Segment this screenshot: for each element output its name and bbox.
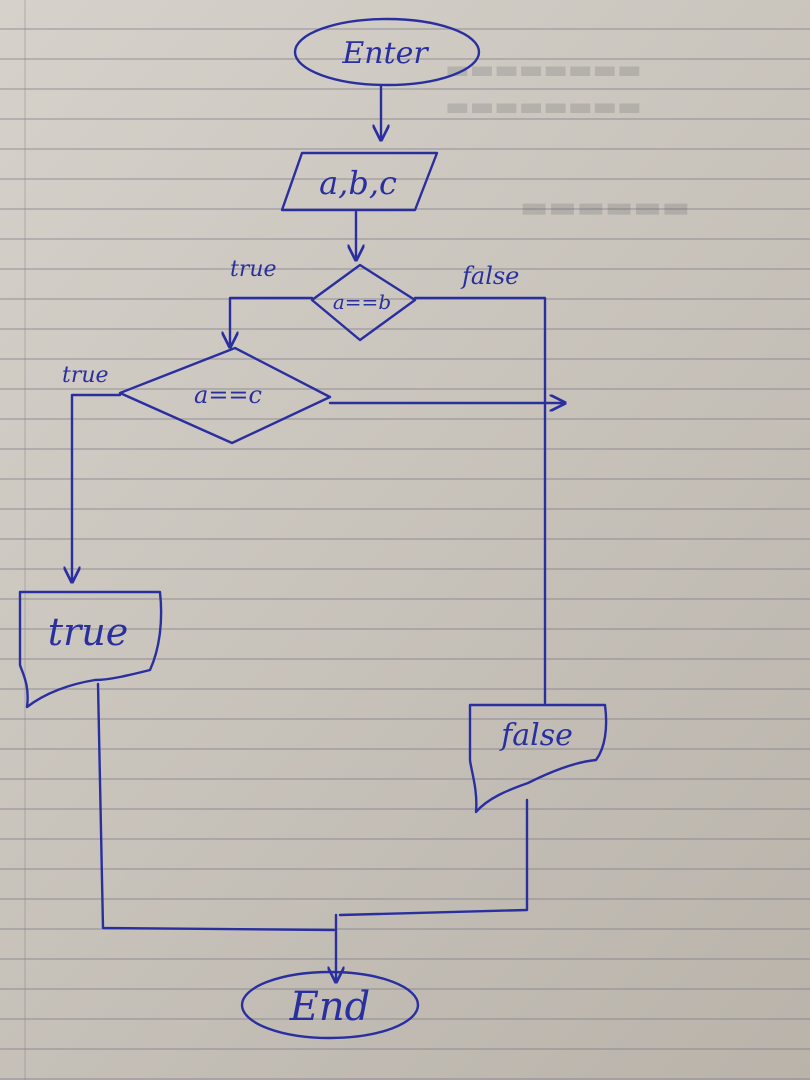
connector-decision1-false [413,296,547,705]
decision2-diamond-shape [118,346,332,445]
output-true-label: true [48,610,128,654]
end-terminal-shape [240,970,420,1040]
input-label: a,b,c [319,164,397,202]
paper-margin-line [24,0,26,1080]
start-terminal-shape [293,17,481,87]
decision1-condition-label: a==b [333,290,391,314]
output-false-document-shape [468,703,608,814]
decision1-false-label: false [460,262,519,290]
decision1-diamond-shape [310,263,417,342]
decision2-condition-label: a==c [194,381,262,409]
decision1-true-label: true [230,257,277,282]
start-label: Enter [341,36,429,71]
decision2-true-label: true [62,363,109,388]
output-true-document-shape [18,590,163,709]
end-label: End [289,984,371,1030]
input-parallelogram-shape [280,151,439,212]
connector-decision2-true [72,393,122,580]
connector-decision1-true [230,296,314,345]
connector-true-to-end [96,682,336,932]
connector-false-to-end [338,798,529,917]
output-false-label: false [499,718,573,753]
